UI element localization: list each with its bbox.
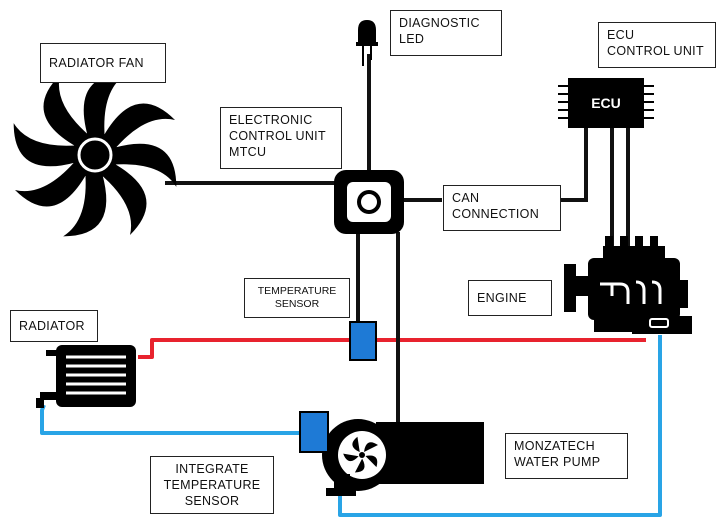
label-diagnostic-led-line1: DIAGNOSTIC <box>399 16 480 30</box>
label-electronic-control-unit: ELECTRONIC CONTROL UNIT MTCU <box>220 107 342 169</box>
label-integrate-temperature-sensor-line2: TEMPERATURE <box>163 478 261 492</box>
cold-line-engine-to-pump <box>338 335 662 517</box>
label-water-pump-line1: MONZATECH <box>514 439 595 453</box>
integrate-temperature-sensor-icon <box>299 411 329 453</box>
wires <box>165 54 630 422</box>
label-electronic-control-unit-line3: MTCU <box>229 145 267 159</box>
label-temperature-sensor: TEMPERATURE SENSOR <box>244 278 350 318</box>
label-engine: ENGINE <box>468 280 552 316</box>
cold-line-radiator-to-pump <box>40 404 304 435</box>
label-water-pump-line2: WATER PUMP <box>514 455 601 469</box>
radiator-icon <box>36 345 136 408</box>
label-ecu-control-unit-line1: ECU <box>607 28 635 42</box>
label-radiator-line1: RADIATOR <box>19 319 85 333</box>
hot-line-radiator-to-engine <box>138 338 646 359</box>
ecu-chip-icon: ECU <box>558 78 654 128</box>
label-water-pump: MONZATECH WATER PUMP <box>505 433 628 479</box>
label-electronic-control-unit-line1: ELECTRONIC <box>229 113 313 127</box>
label-electronic-control-unit-line2: CONTROL UNIT <box>229 129 326 143</box>
engine-icon <box>564 236 692 334</box>
mtcu-icon <box>334 170 404 234</box>
led-icon <box>356 20 378 66</box>
label-diagnostic-led: DIAGNOSTIC LED <box>390 10 502 56</box>
label-temperature-sensor-line2: SENSOR <box>274 298 320 310</box>
label-temperature-sensor-line1: TEMPERATURE <box>257 285 337 297</box>
temperature-sensor-icon <box>349 321 377 361</box>
label-engine-line1: ENGINE <box>477 291 527 305</box>
label-radiator: RADIATOR <box>10 310 98 342</box>
label-integrate-temperature-sensor-line1: INTEGRATE <box>175 462 249 476</box>
label-integrate-temperature-sensor-line3: SENSOR <box>184 494 240 508</box>
label-can-connection-line2: CONNECTION <box>452 207 540 221</box>
label-can-connection: CAN CONNECTION <box>443 185 561 231</box>
wire-can-to-ecu <box>560 126 588 202</box>
label-radiator-fan: RADIATOR FAN <box>40 43 166 83</box>
radiator-fan-icon <box>13 73 177 237</box>
water-pump-icon <box>322 419 484 496</box>
ecu-chip-label: ECU <box>591 95 621 111</box>
label-integrate-temperature-sensor: INTEGRATE TEMPERATURE SENSOR <box>150 456 274 514</box>
hot-coolant-lines <box>138 338 646 359</box>
label-ecu-control-unit: ECU CONTROL UNIT <box>598 22 716 68</box>
label-can-connection-line1: CAN <box>452 191 480 205</box>
label-diagnostic-led-line2: LED <box>399 32 425 46</box>
label-radiator-fan-line1: RADIATOR FAN <box>49 56 144 70</box>
label-ecu-control-unit-line2: CONTROL UNIT <box>607 44 704 58</box>
